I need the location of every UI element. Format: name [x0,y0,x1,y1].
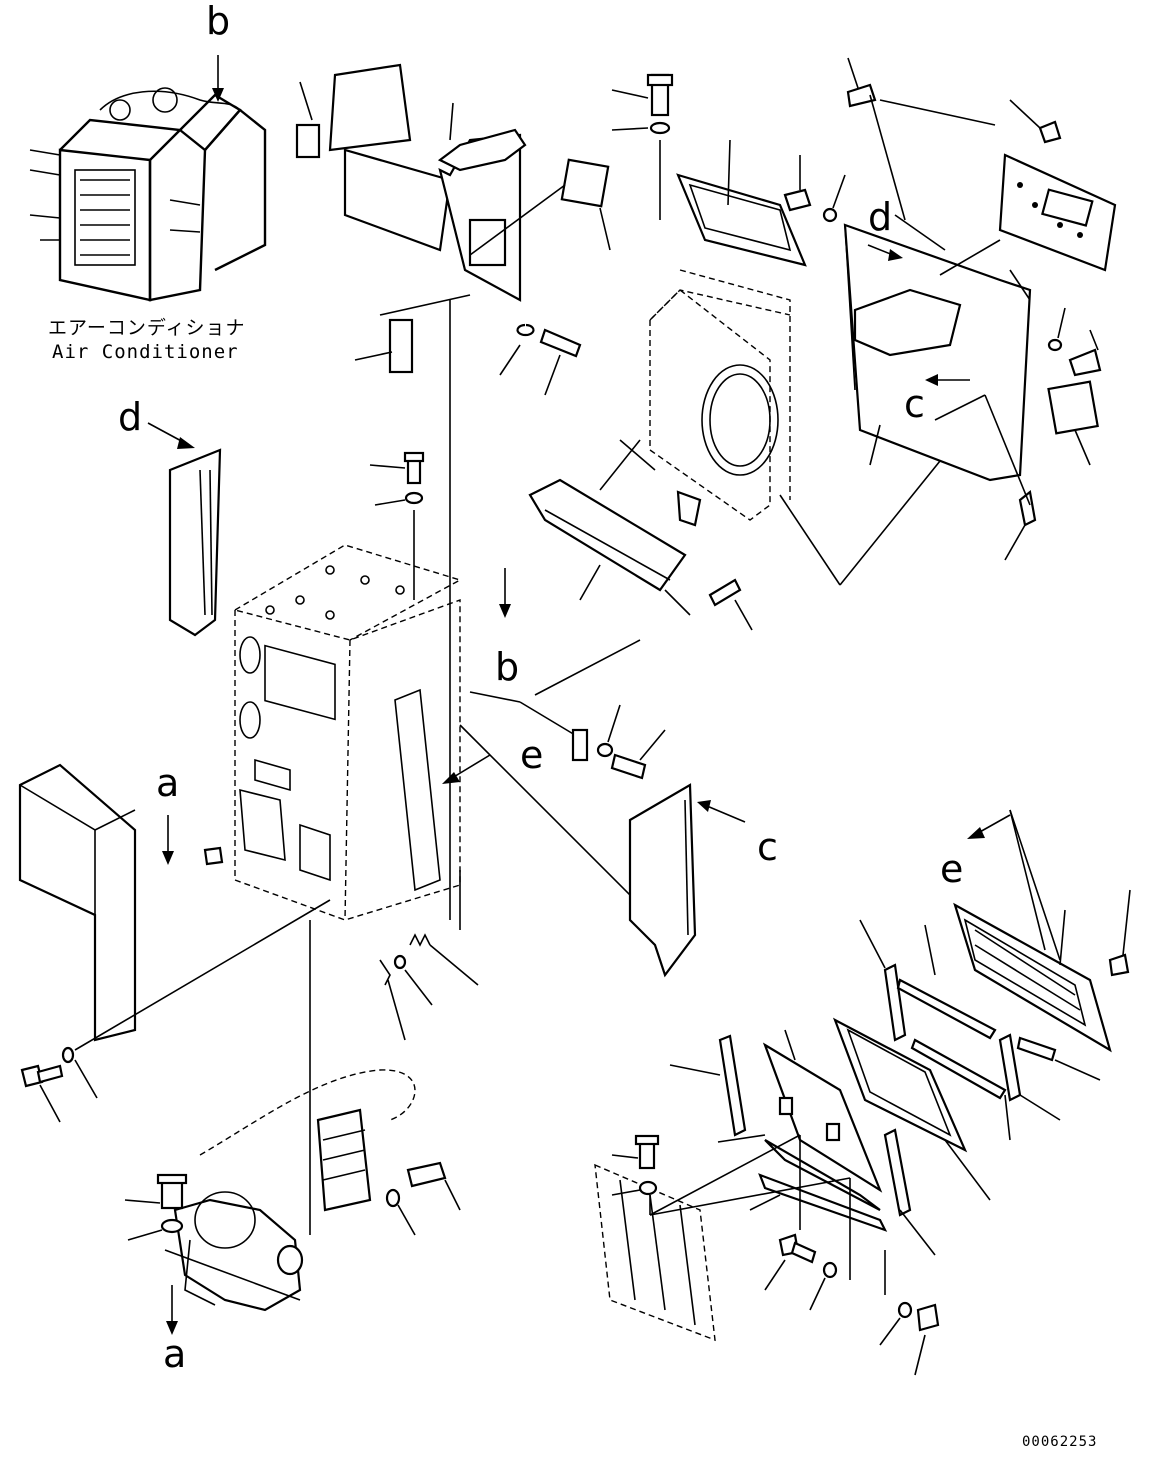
arrow-a-bottom [166,1285,178,1335]
side-bracket-c [628,783,697,978]
connector-sensor [571,704,666,780]
arrow-c-mid [697,800,746,823]
arrow-e-right [967,814,1011,839]
arrow-b-top [212,55,224,102]
callout-d-right: d [868,195,893,239]
callout-b-mid: b [495,645,520,689]
vent-cover-group [611,73,846,267]
arrow-e-mid [442,754,491,784]
arrow-c-right [925,374,970,386]
side-bracket-d [168,448,222,637]
document-number: 00062253 [1022,1434,1098,1450]
caption-english: Air Conditioner [52,341,239,363]
bolt-bottom-left [20,1046,98,1123]
blower-housing [528,269,966,631]
callout-b-top: b [206,0,231,43]
callout-a-bottom: a [163,1332,187,1376]
left-cover [18,763,331,1051]
arrow-d-left [147,422,195,449]
blower-motor [124,920,461,1312]
control-panel [843,57,1117,561]
callout-c-mid: c [757,825,778,869]
callout-c-right: c [904,382,925,426]
callout-e-right: e [940,847,964,891]
air-conditioner-unit [29,87,267,302]
callout-a-mid: a [156,761,180,805]
spring-pin [379,870,479,1041]
upper-duct [295,63,611,920]
arrow-a-mid [162,815,174,865]
callout-e-mid: e [520,733,544,777]
arrow-b-mid [499,568,511,618]
callout-d-left: d [118,395,143,439]
filter-assembly [594,809,1131,1376]
caption-japanese: エアーコンディショナ [48,317,246,339]
arrow-d-right [867,244,903,261]
main-frame [203,451,671,936]
